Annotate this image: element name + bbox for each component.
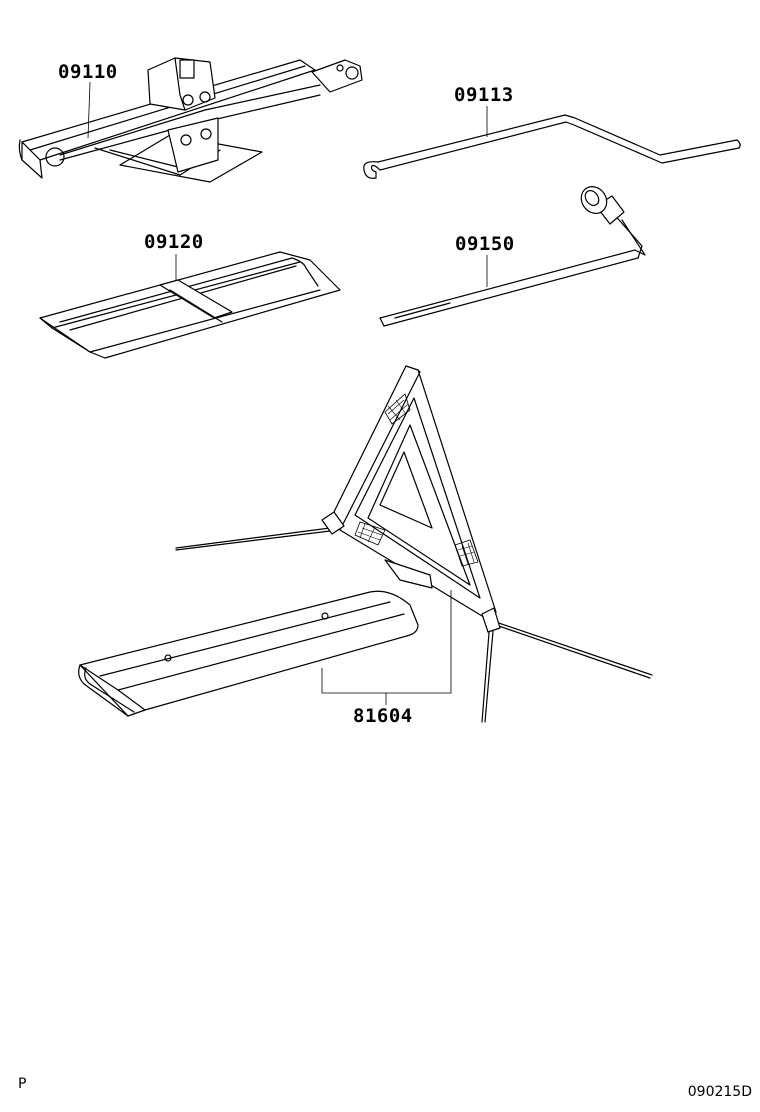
jack-drawing xyxy=(18,57,363,183)
part-number-09120: 09120 xyxy=(144,231,204,253)
bracket-leader-81604 xyxy=(321,590,452,694)
lug-wrench-drawing xyxy=(379,186,646,327)
warning-triangle-drawing xyxy=(175,365,653,723)
jack-handle-drawing xyxy=(363,106,741,179)
tool-bag-drawing xyxy=(39,251,341,359)
corner-mark: P xyxy=(18,1076,27,1092)
reflector-hatching xyxy=(354,393,479,567)
triangle-case-drawing xyxy=(78,590,419,717)
part-number-09113: 09113 xyxy=(454,84,514,106)
part-number-81604: 81604 xyxy=(353,705,413,727)
part-number-09150: 09150 xyxy=(455,233,515,255)
diagram-code: 090215D xyxy=(687,1084,752,1100)
part-number-09110: 09110 xyxy=(58,61,118,83)
